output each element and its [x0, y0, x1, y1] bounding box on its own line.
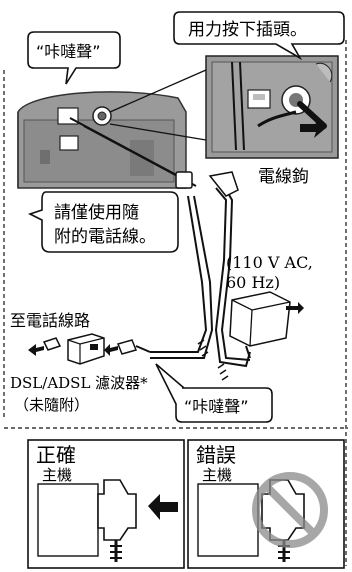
callout-click-top-text: “咔噠聲”: [36, 42, 101, 61]
panel-wrong-unit: 主機: [202, 466, 232, 484]
filter-label-line2: （未隨附）: [14, 396, 89, 414]
ac-adaptor: [229, 291, 291, 359]
power-plug: [208, 171, 239, 197]
callout-use-cord-line2: 附的電話線。: [54, 227, 156, 247]
zoom-detail: [205, 55, 339, 159]
callout-click-bottom: [155, 363, 273, 423]
arrow-icon: [300, 118, 326, 138]
to-line-label: 至電話線路: [10, 311, 90, 330]
panel-correct-unit: 主機: [42, 466, 72, 484]
callout-use-cord-line1: 請僅使用隨: [54, 202, 139, 223]
prohibited-icon: [252, 472, 328, 548]
arrow-icon: [28, 344, 118, 356]
dsl-filter: [67, 333, 105, 365]
cord-hook-label: 電線鉤: [258, 167, 309, 187]
panel-correct: [27, 439, 185, 569]
base-unit: [17, 91, 187, 189]
arrow-icon: [286, 302, 304, 314]
power-label-line2: 60 Hz): [226, 273, 280, 292]
filter-label-line1: DSL/ADSL 濾波器*: [10, 374, 148, 392]
callout-click-bottom-text: “咔噠聲”: [184, 397, 249, 416]
panel-correct-title: 正確: [36, 443, 76, 467]
panel-wrong: [187, 439, 345, 569]
panel-wrong-title: 錯誤: [196, 443, 236, 467]
dashed-border: [3, 40, 347, 566]
callout-push-plug: [173, 11, 345, 61]
callout-click-top: [27, 31, 121, 85]
cord-coil: [197, 339, 229, 381]
callout-use-cord: [27, 191, 179, 253]
power-cord: [214, 185, 251, 368]
telephone-plug: [175, 171, 193, 189]
power-label-line1: (110 V AC,: [226, 253, 313, 272]
telephone-plug: [42, 337, 151, 355]
callout-push-plug-text: 用力按下插頭。: [188, 20, 307, 40]
zoom-lines: [109, 69, 207, 141]
